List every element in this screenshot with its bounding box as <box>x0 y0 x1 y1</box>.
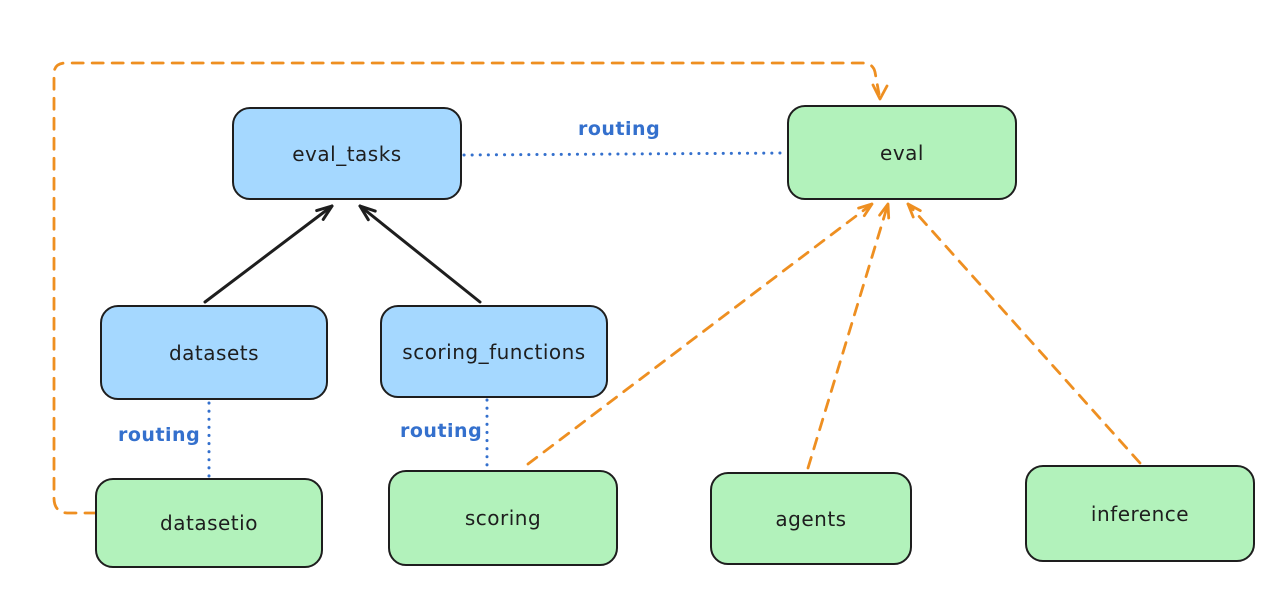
edge-scoring-to-eval <box>526 202 874 466</box>
node-scoring-label: scoring <box>464 506 542 530</box>
node-scoring: scoring <box>388 470 618 566</box>
node-eval-tasks: eval_tasks <box>232 107 462 200</box>
node-inference: inference <box>1025 465 1255 562</box>
node-inference-label: inference <box>1090 501 1190 526</box>
routing-label-middle: routing <box>400 420 483 442</box>
edge-agents-to-eval <box>806 202 891 470</box>
edge-inference-to-eval <box>906 202 1142 465</box>
node-eval-label: eval <box>880 140 924 165</box>
edge-datasetio-to-eval <box>52 61 889 515</box>
routing-label-top: routing <box>578 118 661 140</box>
edge-eval-tasks-to-eval-routing <box>462 151 788 157</box>
node-datasets: datasets <box>100 305 328 400</box>
node-datasets-label: datasets <box>168 340 260 365</box>
node-eval: eval <box>787 105 1017 200</box>
edge-datasets-to-eval-tasks <box>203 204 334 304</box>
node-scoring-functions: scoring_functions <box>380 305 608 398</box>
node-agents: agents <box>710 472 912 565</box>
node-datasetio-label: datasetio <box>160 511 258 535</box>
node-scoring-functions-label: scoring_functions <box>402 339 586 364</box>
edge-scoring-functions-to-eval-tasks <box>358 204 482 304</box>
node-agents-label: agents <box>775 506 847 531</box>
node-eval-tasks-label: eval_tasks <box>292 141 402 166</box>
node-datasetio: datasetio <box>95 478 323 568</box>
routing-label-left: routing <box>118 424 201 446</box>
